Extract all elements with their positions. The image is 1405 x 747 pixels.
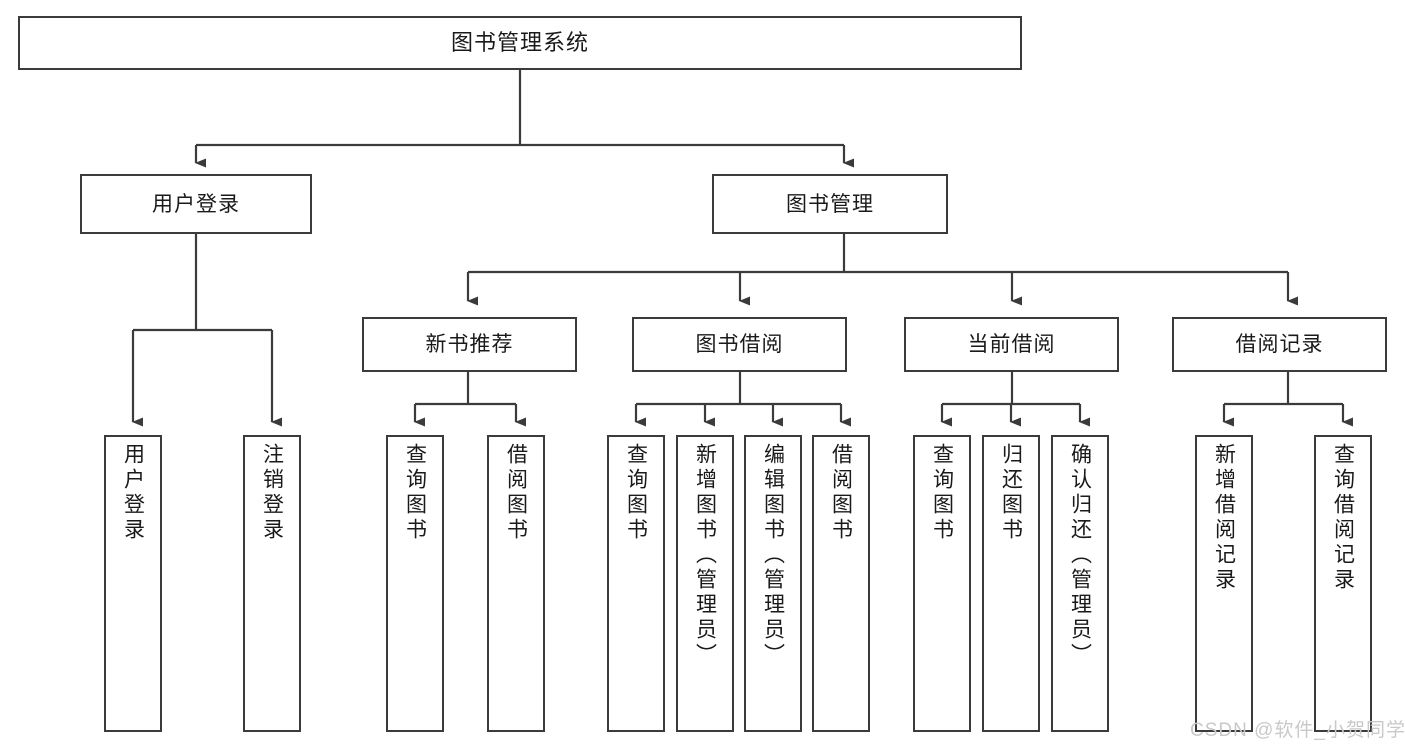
leaf-book-borrow-query-book[interactable]: 查询图书 — [607, 435, 665, 732]
node-current-borrow[interactable]: 当前借阅 — [904, 317, 1119, 372]
leaf-book-borrow-borrow-book[interactable]: 借阅图书 — [812, 435, 870, 732]
leaf-user-login-login[interactable]: 用户登录 — [104, 435, 162, 732]
leaf-user-login-logout[interactable]: 注销登录 — [243, 435, 301, 732]
node-label: 新书推荐 — [425, 333, 514, 356]
node-label: 新增图书（管理员） — [693, 443, 717, 668]
leaf-current-borrow-confirm-return-admin[interactable]: 确认归还（管理员） — [1051, 435, 1109, 732]
node-label: 图书借阅 — [695, 333, 784, 356]
leaf-borrow-record-add-record[interactable]: 新增借阅记录 — [1195, 435, 1253, 732]
leaf-new-book-query-book[interactable]: 查询图书 — [386, 435, 444, 732]
node-label: 图书管理 — [786, 192, 874, 216]
node-label: 查询图书 — [624, 443, 648, 543]
leaf-new-book-borrow-book[interactable]: 借阅图书 — [487, 435, 545, 732]
csdn-watermark: CSDN @软件_小贺同学 — [1190, 720, 1405, 741]
node-book-management[interactable]: 图书管理 — [712, 174, 948, 234]
leaf-current-borrow-return-book[interactable]: 归还图书 — [982, 435, 1040, 732]
node-label: 当前借阅 — [967, 333, 1056, 356]
leaf-current-borrow-query-book[interactable]: 查询图书 — [913, 435, 971, 732]
node-label: 编辑图书（管理员） — [761, 443, 785, 668]
node-book-borrow[interactable]: 图书借阅 — [632, 317, 847, 372]
node-label: 借阅图书 — [829, 443, 853, 543]
node-label: 新增借阅记录 — [1212, 443, 1236, 593]
node-label: 图书管理系统 — [450, 30, 589, 55]
node-label: 归还图书 — [999, 443, 1023, 543]
node-label: 查询图书 — [403, 443, 427, 543]
node-label: 注销登录 — [260, 443, 284, 543]
node-user-login[interactable]: 用户登录 — [80, 174, 312, 234]
node-borrow-record[interactable]: 借阅记录 — [1172, 317, 1387, 372]
node-root-library-management-system[interactable]: 图书管理系统 — [18, 16, 1022, 70]
node-label: 确认归还（管理员） — [1068, 443, 1092, 668]
node-label: 查询借阅记录 — [1331, 443, 1355, 593]
node-label: 用户登录 — [121, 443, 145, 543]
leaf-book-borrow-edit-book-admin[interactable]: 编辑图书（管理员） — [744, 435, 802, 732]
leaf-book-borrow-add-book-admin[interactable]: 新增图书（管理员） — [676, 435, 734, 732]
node-label: 查询图书 — [930, 443, 954, 543]
node-label: 借阅记录 — [1235, 333, 1324, 356]
leaf-borrow-record-query-record[interactable]: 查询借阅记录 — [1314, 435, 1372, 732]
node-new-book-recommend[interactable]: 新书推荐 — [362, 317, 577, 372]
node-label: 用户登录 — [152, 192, 240, 216]
node-label: 借阅图书 — [504, 443, 528, 543]
